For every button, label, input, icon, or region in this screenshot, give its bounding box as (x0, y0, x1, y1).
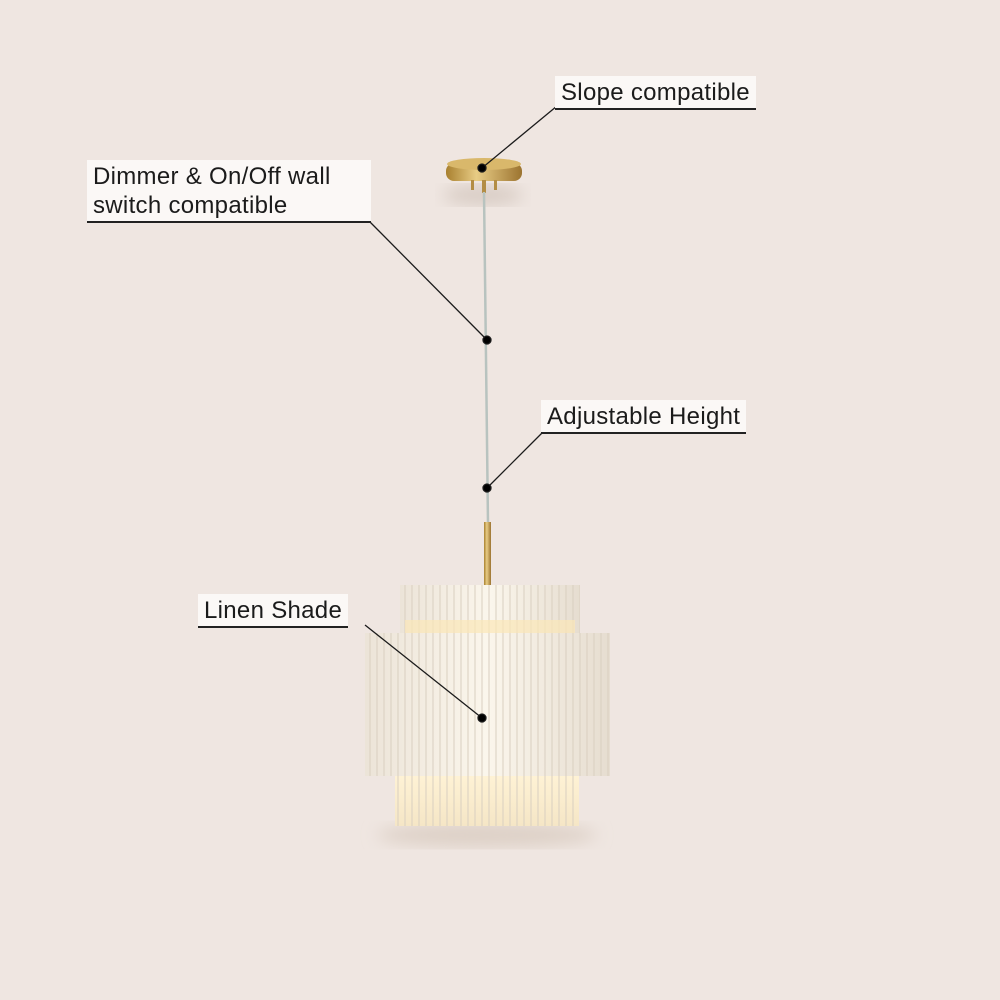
callout-adjustable-height: Adjustable Height (541, 400, 747, 434)
callout-dimmer-line2: switch compatible (93, 192, 288, 219)
shade-dot (477, 713, 487, 723)
linen-shade (365, 585, 610, 847)
suspension-cord (482, 191, 490, 525)
dimmer-dot (482, 335, 492, 345)
shade-leader-line (364, 624, 483, 719)
callout-linen-shade: Linen Shade (198, 594, 349, 628)
slope-leader-line (481, 105, 558, 169)
brass-rod (484, 522, 491, 586)
height-leader-line (486, 431, 544, 489)
height-dot (482, 483, 492, 493)
callout-slope-compatible: Slope compatible (555, 76, 756, 110)
ceiling-canopy (443, 158, 523, 205)
dimmer-leader-line (369, 221, 488, 341)
slope-dot (477, 163, 487, 173)
callout-dimmer-compatible: Dimmer & On/Off wall switch compatible (87, 160, 371, 223)
callout-dimmer-line1: Dimmer & On/Off wall (93, 163, 331, 190)
